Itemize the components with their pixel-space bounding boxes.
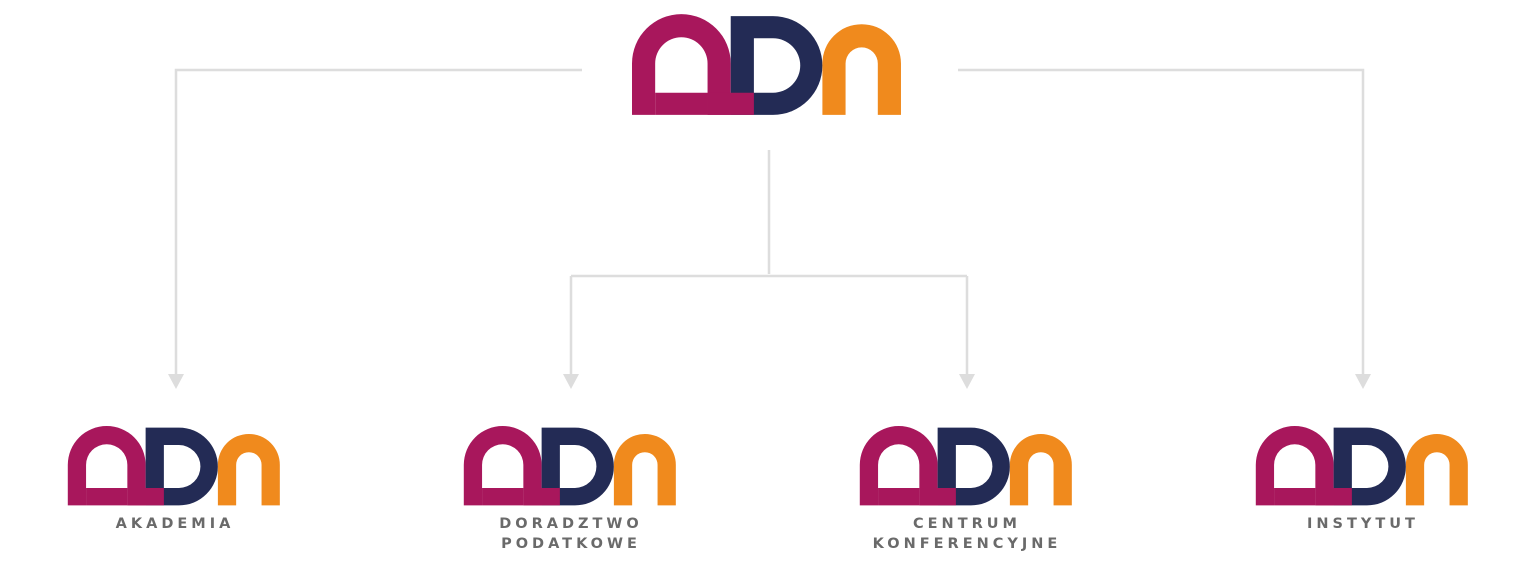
adn-logo-icon (632, 14, 904, 117)
node-akademia: AKADEMIA (50, 426, 300, 534)
node-label-line: INSTYTUT (1307, 516, 1419, 532)
adn-logo-icon (859, 426, 1075, 507)
node-instytut: INSTYTUT (1238, 426, 1488, 534)
adn-logo-icon (1255, 426, 1471, 507)
node-label-line: CENTRUM (913, 516, 1021, 532)
arrow-akademia-icon (168, 374, 184, 389)
node-label: DORADZTWO PODATKOWE (499, 514, 643, 554)
arrow-instytut-icon (1355, 374, 1371, 389)
arrow-doradztwo-icon (563, 374, 579, 389)
adn-root-logo (632, 14, 904, 117)
node-label-line: KONFERENCYJNE (872, 536, 1062, 552)
adn-logo-icon (463, 426, 679, 507)
arrow-centrum-icon (959, 374, 975, 389)
node-label-line: PODATKOWE (501, 536, 641, 552)
node-label: INSTYTUT (1307, 514, 1419, 534)
node-label-line: AKADEMIA (115, 516, 235, 532)
node-label: AKADEMIA (116, 514, 235, 534)
adn-logo-icon (67, 426, 283, 507)
connector-root-right (958, 68, 1365, 378)
connector-root-left (174, 68, 582, 378)
node-label: CENTRUM KONFERENCYJNE (873, 514, 1062, 554)
node-label-line: DORADZTWO (499, 516, 643, 532)
node-centrum: CENTRUM KONFERENCYJNE (842, 426, 1092, 554)
node-doradztwo: DORADZTWO PODATKOWE (446, 426, 696, 554)
